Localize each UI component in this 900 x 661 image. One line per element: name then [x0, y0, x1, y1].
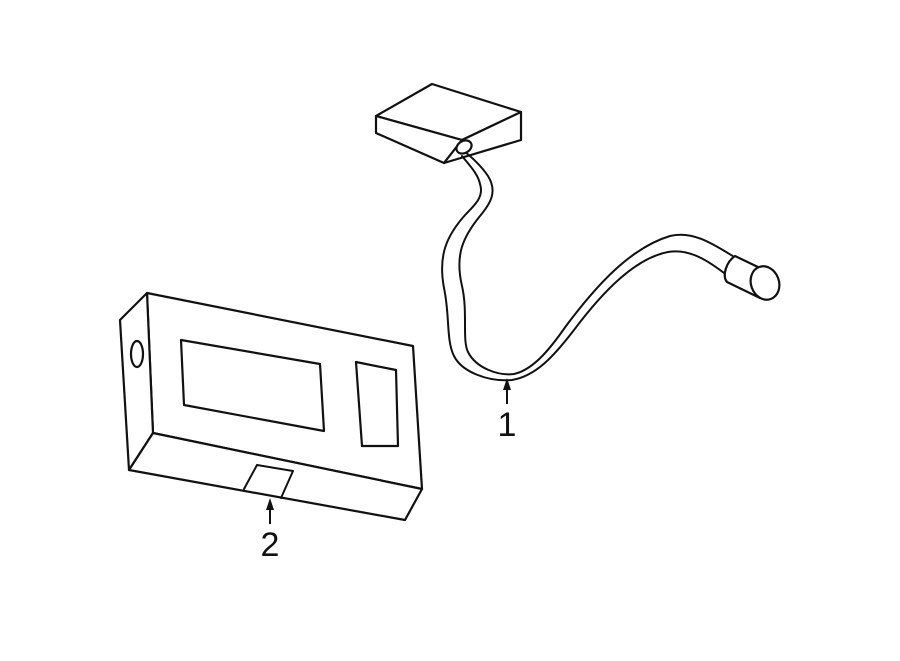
callout-1-label: 1	[498, 406, 517, 444]
cable-assembly	[374, 82, 781, 382]
callout-2-arrowhead	[266, 498, 274, 510]
module-side-port	[129, 339, 145, 369]
cable-connector-block	[374, 82, 523, 165]
callout-2-label: 2	[261, 526, 280, 564]
callout-1-arrowhead	[503, 378, 511, 390]
callout-2: 2	[261, 498, 280, 564]
module-connector-window	[354, 360, 400, 448]
cable-end-plug	[723, 254, 781, 301]
cable-wire	[441, 139, 737, 382]
control-module	[118, 291, 424, 522]
module-bottom-tab	[243, 464, 294, 499]
callout-1: 1	[498, 378, 517, 444]
module-label-window	[179, 338, 326, 433]
